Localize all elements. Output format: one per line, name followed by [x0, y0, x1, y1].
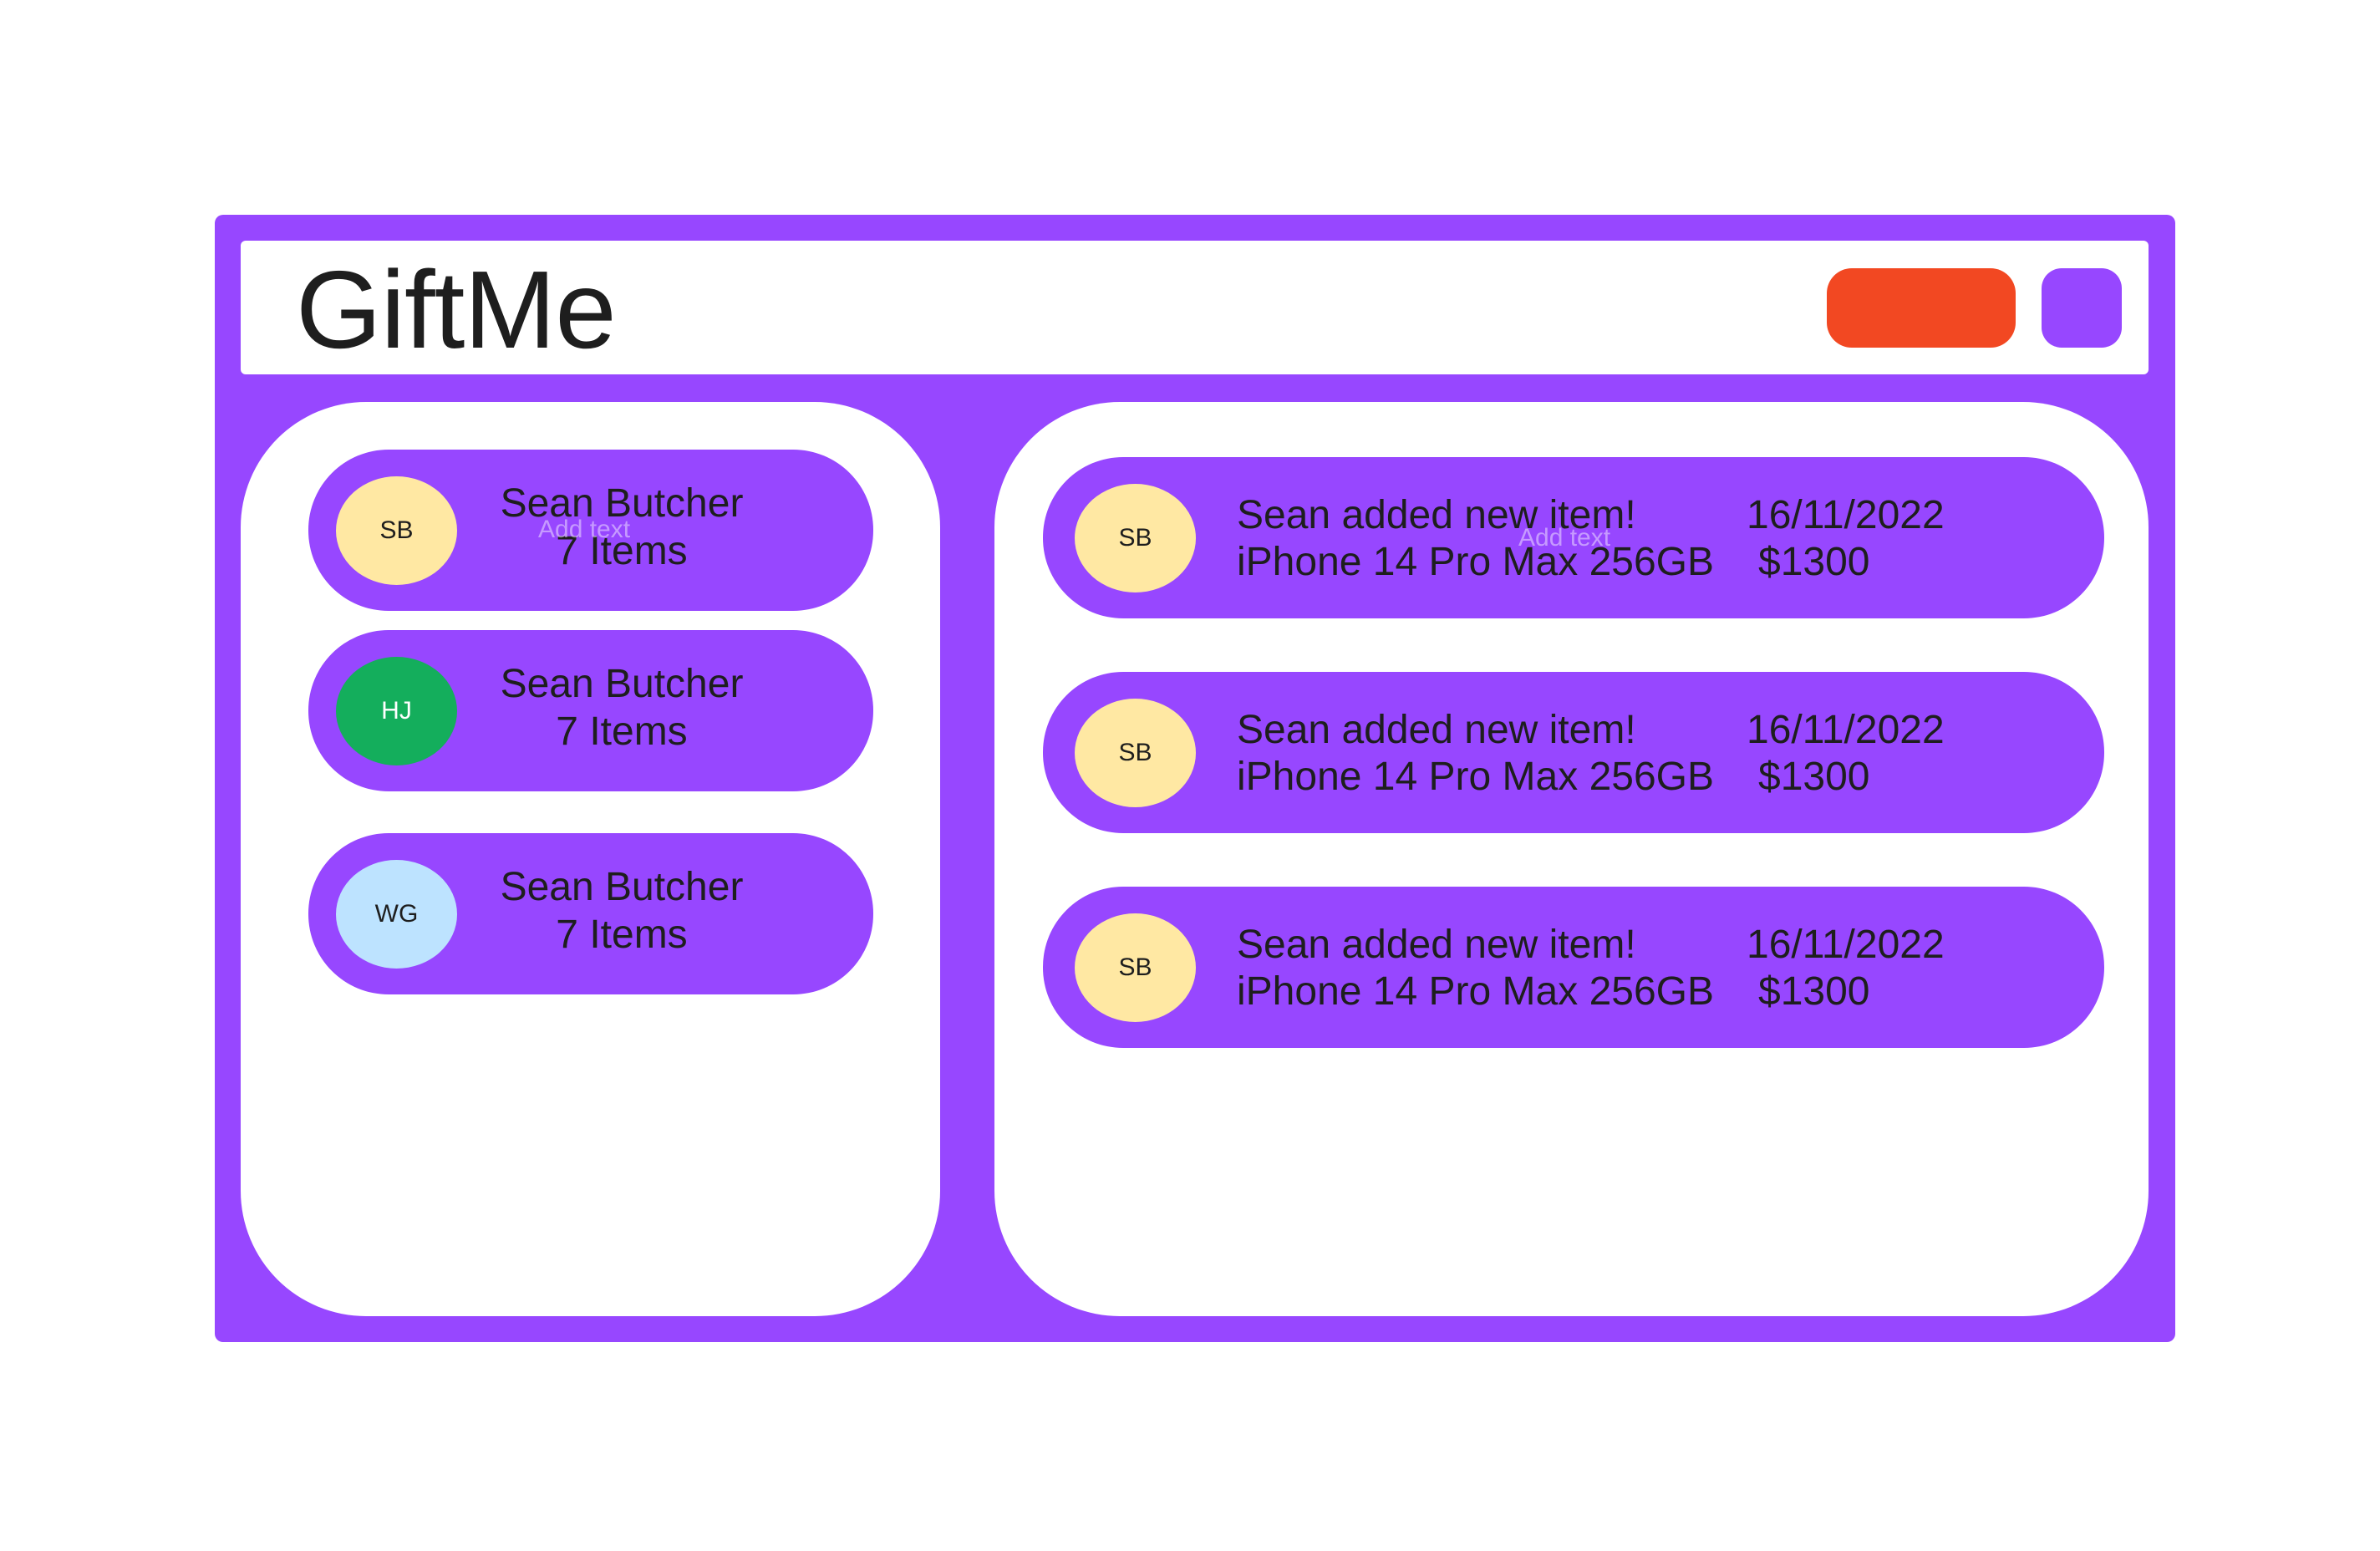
person-item-count: 7 Items [556, 529, 688, 573]
feed-item-name: iPhone 14 Pro Max 256GB [1237, 755, 1715, 799]
feed-price: $1300 [1758, 969, 1870, 1014]
feed-card[interactable]: SB Sean added new item! iPhone 14 Pro Ma… [1043, 887, 2104, 1048]
feed-price: $1300 [1758, 540, 1870, 584]
person-name: Sean Butcher [500, 662, 744, 706]
person-item-count: 7 Items [556, 913, 688, 957]
avatar: SB [336, 476, 457, 585]
feed-message: Sean added new item! [1237, 493, 1636, 537]
feed-card[interactable]: SB Sean added new item! iPhone 14 Pro Ma… [1043, 457, 2104, 618]
person-card[interactable]: SB Sean Butcher 7 Items [308, 450, 873, 611]
feed-message: Sean added new item! [1237, 923, 1636, 967]
avatar: SB [1075, 699, 1196, 807]
feed-date: 16/11/2022 [1747, 923, 1945, 967]
avatar: SB [1075, 484, 1196, 592]
avatar: SB [1075, 913, 1196, 1022]
app-title: GiftMe [296, 248, 617, 371]
feed-message: Sean added new item! [1237, 708, 1636, 752]
person-item-count: 7 Items [556, 709, 688, 754]
avatar: HJ [336, 657, 457, 765]
person-name: Sean Butcher [500, 865, 744, 909]
feed-item-name: iPhone 14 Pro Max 256GB [1237, 969, 1715, 1014]
feed-card[interactable]: SB Sean added new item! iPhone 14 Pro Ma… [1043, 672, 2104, 833]
person-card[interactable]: WG Sean Butcher 7 Items [308, 833, 873, 994]
primary-action-button[interactable] [1827, 268, 2016, 348]
feed-date: 16/11/2022 [1747, 493, 1945, 537]
feed-item-name: iPhone 14 Pro Max 256GB [1237, 540, 1715, 584]
feed-date: 16/11/2022 [1747, 708, 1945, 752]
feed-price: $1300 [1758, 755, 1870, 799]
secondary-action-button[interactable] [2042, 268, 2122, 348]
person-name: Sean Butcher [500, 481, 744, 526]
avatar: WG [336, 860, 457, 969]
person-card[interactable]: HJ Sean Butcher 7 Items [308, 630, 873, 791]
